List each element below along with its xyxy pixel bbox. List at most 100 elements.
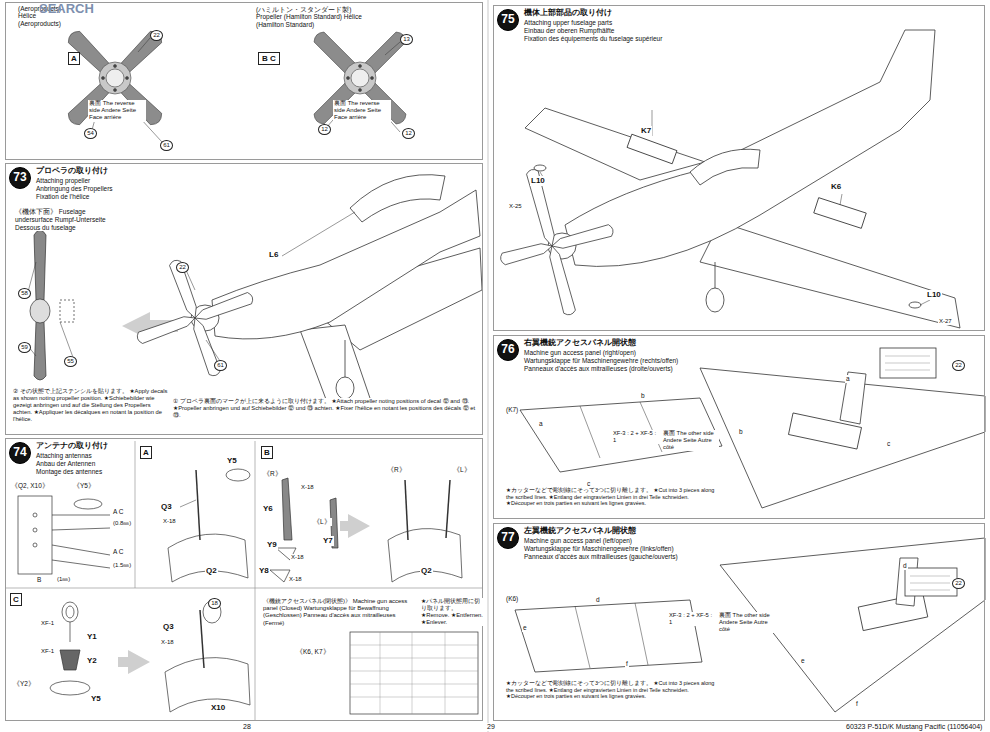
page-footer: 28 (242, 723, 252, 731)
step-heading: Wartungsklappe für Maschinengewehre (lin… (524, 545, 674, 552)
step-number-text: 77 (501, 531, 514, 545)
note-text: B (36, 576, 42, 584)
part-label: L10 (530, 176, 546, 186)
part-label: Q2 (420, 566, 433, 576)
note-text: (1.5㎜) (112, 562, 132, 569)
variant-box: C (10, 593, 22, 606)
step-number-text: 73 (13, 171, 26, 185)
step-heading: Machine gun access panel (right/open) (524, 349, 636, 356)
part-label: Y5 (226, 456, 238, 466)
part-label: L6 (268, 250, 279, 260)
note-text: 裏面 The other side Andere Seite Autre côt… (718, 612, 775, 633)
variant-box: A (140, 446, 152, 459)
note-text: X-18 (300, 484, 315, 491)
step-heading: Attaching upper fuselage parts (524, 19, 612, 26)
step-number: 76 (497, 339, 519, 361)
note-text: f (855, 700, 859, 708)
part-label: X10 (210, 703, 226, 713)
part-label: L10 (926, 290, 942, 300)
callout-number: 13 (400, 34, 413, 45)
note-text: e (800, 657, 806, 665)
part-label: Y5 (90, 694, 102, 704)
callout-number: 61 (160, 140, 173, 151)
callout-number: 18 (208, 598, 221, 609)
step-number-text: 74 (13, 446, 26, 460)
step-number: 74 (9, 442, 31, 464)
callout-number: 61 (214, 360, 227, 371)
note-text: b (640, 392, 646, 400)
note-text: X-27 (938, 318, 953, 325)
variant-box: B C (258, 52, 280, 65)
note-text: (K7) (505, 406, 519, 414)
note-text: XF-1 (40, 648, 55, 655)
part-label: Y6 (262, 504, 274, 514)
part-label: Q2 (205, 566, 218, 576)
variant-letter: C (13, 595, 19, 604)
callout-number: 55 (64, 356, 77, 367)
callout-number: 22 (176, 262, 189, 273)
note-text: (1㎜) (56, 576, 71, 583)
note-text: 《機体下面》 Fuselage undersurface Rumpf-Unter… (14, 208, 108, 231)
note-text: a (538, 420, 544, 428)
step-number: 75 (497, 9, 519, 31)
note-text: e (522, 624, 528, 632)
note-text: 《R》 (386, 466, 407, 474)
step-heading: Anbringung des Propellers (36, 185, 113, 192)
variant-letter: B (264, 448, 270, 457)
callout-number: 59 (18, 342, 31, 353)
note-text: 《機銃アクセスパネル(閉状態)》 Machine gun access pane… (262, 598, 414, 627)
part-label: Q3 (160, 502, 173, 512)
note-text: 《Y5》 (72, 482, 96, 490)
variant-letter: A (143, 448, 149, 457)
part-label: Y9 (266, 540, 278, 550)
part-label: Y1 (86, 632, 98, 642)
note-text: 《L》 (452, 466, 472, 474)
note-text: X-18 (160, 639, 175, 646)
page-footer: 29 (486, 723, 496, 731)
note-text: d (902, 562, 908, 570)
note-text: A C (112, 508, 124, 516)
callout-number: 22 (150, 30, 163, 41)
note-text: 裏面 The reverse side Andere Seite Face ar… (88, 100, 146, 122)
note-text: ★カッターなどで彫刻線にそって3つに切り離します。 ★Cut into 3 pi… (505, 487, 717, 507)
note-text: XF-3 : 2 + XF-5 : 1 (612, 430, 659, 444)
note-text: X-18 (290, 554, 305, 561)
note-text: X-25 (508, 203, 523, 210)
note-text: X-18 (288, 576, 303, 583)
variant-box: A (68, 52, 80, 65)
variant-letter: B C (262, 54, 276, 63)
watermark: SEARCH (38, 1, 95, 17)
page-footer: 60323 P-51D/K Mustang Pacific (11056404) (845, 723, 983, 731)
step-heading: Panneaux d'accès aux mitrailleuses (gauc… (524, 553, 678, 560)
callout-number: 22 (952, 360, 965, 371)
step-heading: Wartungsklappe für Maschinengewehre (rec… (524, 357, 678, 364)
step-heading: Attaching propeller (36, 177, 90, 184)
callout-number: 12 (318, 124, 331, 135)
note-text: c (886, 440, 891, 448)
step-number: 77 (497, 527, 519, 549)
note-text: 《Y2》 (12, 680, 36, 688)
step-heading: Fixation des équipements du fuselage sup… (524, 35, 662, 42)
note-text: (0.8㎜) (112, 520, 132, 527)
step-heading: 右翼機銃アクセスパネル開状態 (524, 338, 636, 347)
note-text: XF-1 (40, 620, 55, 627)
callout-number: 54 (84, 128, 97, 139)
step-heading: Einbau der oberen Rumpfhälfte (524, 27, 614, 34)
note-text: 《Q2, X10》 (10, 482, 50, 490)
note-text: XF-3 : 2 + XF-5 : 1 (668, 612, 715, 626)
note-text: 《R》 (262, 470, 283, 478)
note-text: ② その状態で上記ステンシルを貼ります。 ★Apply decals as sh… (12, 388, 169, 423)
part-label: Y7 (322, 536, 334, 546)
note-text: A C (112, 548, 124, 556)
callout-number: 12 (402, 128, 415, 139)
callout-number: 58 (18, 288, 31, 299)
note-text: b (738, 428, 744, 436)
step-heading: アンテナの取り付け (36, 441, 108, 450)
note-text: d (595, 596, 601, 604)
note-text: ★カッターなどで彫刻線にそって3つに切り離します。 ★Cut into 3 pi… (505, 680, 717, 700)
part-label: Y8 (258, 566, 270, 576)
step-heading: 機体上部部品の取り付け (524, 8, 612, 17)
